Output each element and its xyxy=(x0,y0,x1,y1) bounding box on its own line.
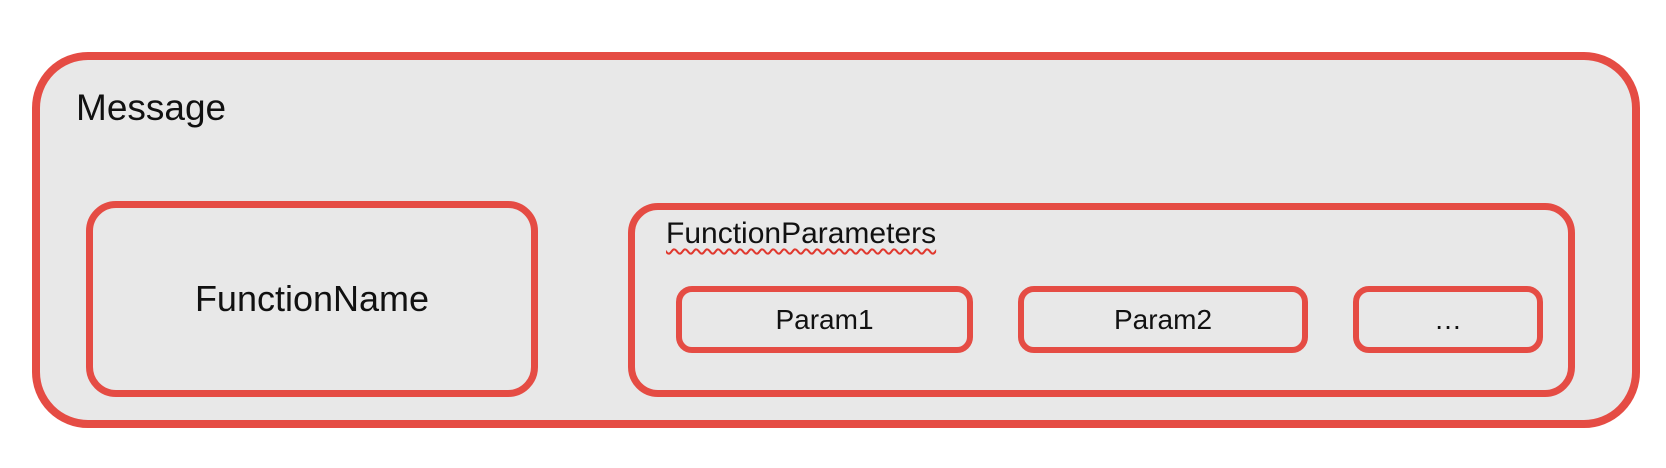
ellipsis-label: … xyxy=(1434,303,1462,335)
param2-label: Param2 xyxy=(1113,303,1213,335)
function-name-label: FunctionName xyxy=(194,278,430,319)
message-label: Message xyxy=(76,87,227,128)
function-parameters-box: FunctionParameters Param1 Param2 … xyxy=(628,203,1575,397)
ellipsis-box: … xyxy=(1353,286,1543,353)
function-parameters-label: FunctionParameters xyxy=(666,217,937,250)
param2-box: Param2 xyxy=(1018,286,1308,353)
param1-box: Param1 xyxy=(676,286,973,353)
param1-label: Param1 xyxy=(775,303,874,335)
function-name-box: FunctionName xyxy=(86,201,538,397)
message-box: Message FunctionName FunctionParameters … xyxy=(32,52,1640,428)
